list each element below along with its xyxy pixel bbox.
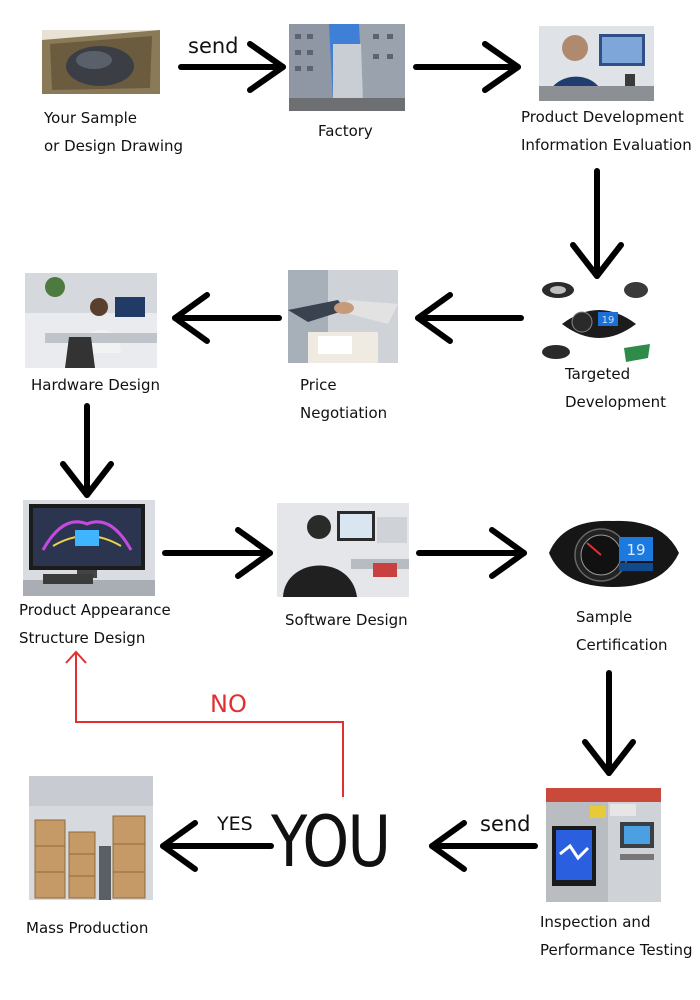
node-label-factory: Factory <box>318 122 373 140</box>
edge-label-send-top: send <box>188 34 239 58</box>
arrow-factory-to-product-dev <box>413 41 521 93</box>
arrow-appearance-to-software <box>162 527 273 579</box>
factory-photo <box>289 24 405 111</box>
node-label-mass: Mass Production <box>26 919 149 937</box>
sample-box-photo <box>42 30 160 94</box>
edge-label-yes: YES <box>217 813 253 835</box>
arrow-hardware-to-appearance <box>60 403 114 498</box>
dashboard-display-small: 19 <box>602 315 615 326</box>
arrow-software-to-certification <box>416 527 527 579</box>
hardware-design-photo <box>25 273 157 368</box>
product-appearance-photo <box>23 500 155 596</box>
software-design-photo <box>277 503 409 597</box>
product-development-photo <box>539 26 654 101</box>
edge-label-no: NO <box>210 690 247 718</box>
sample-certification-photo: 19 <box>543 515 684 591</box>
node-label-software: Software Design <box>285 611 408 629</box>
targeted-development-photo: 19 <box>540 278 658 366</box>
arrow-product-dev-to-targeted <box>570 168 624 279</box>
edge-label-send-bottom: send <box>480 812 531 836</box>
mass-production-photo <box>29 776 153 900</box>
dashboard-display-large: 19 <box>626 541 645 559</box>
arrow-certification-to-inspection <box>582 670 636 776</box>
center-you: YOU <box>271 801 391 883</box>
arrow-price-to-hardware <box>172 292 282 344</box>
price-negotiation-photo <box>288 270 398 363</box>
node-label-hardware: Hardware Design <box>31 376 160 394</box>
arrow-targeted-to-price <box>415 292 524 344</box>
inspection-photo <box>546 788 661 902</box>
